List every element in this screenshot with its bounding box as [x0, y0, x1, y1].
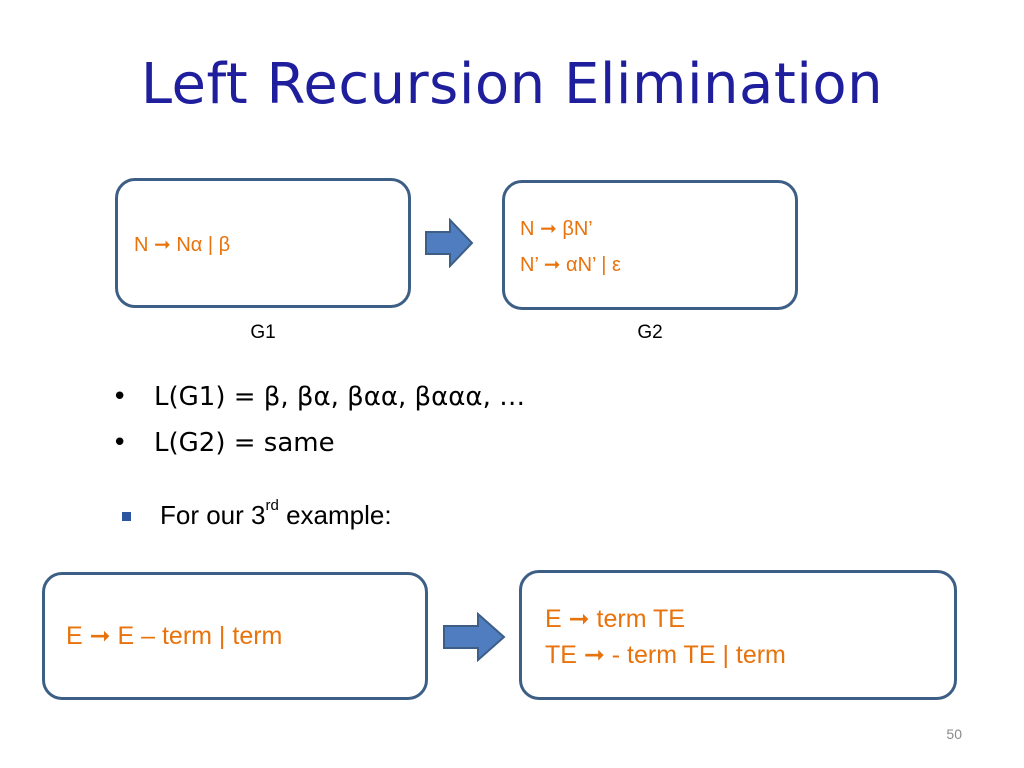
g2-rule-2: N’ ➞ αN’ | ε — [520, 254, 621, 276]
expression-grammar-box — [42, 572, 428, 700]
g1-grammar-box — [115, 178, 411, 308]
bullet-dot-icon: • — [112, 428, 128, 458]
bullet-text: L(G1) = β, βα, βαα, βααα, … — [154, 382, 526, 412]
page-number: 50 — [946, 726, 962, 742]
g1-rule: N ➞ Nα | β — [134, 234, 231, 256]
sub-bullet-suffix: example: — [278, 500, 392, 530]
transformed-rule-2: TE ➞ - term TE | term — [545, 641, 786, 669]
g2-caption: G2 — [637, 322, 663, 343]
g2-grammar-box — [502, 180, 798, 310]
expression-rule: E ➞ E – term | term — [66, 622, 283, 650]
sub-bullet-text: For our 3rd example: — [160, 497, 392, 531]
g1-caption: G1 — [250, 322, 276, 343]
square-bullet-icon — [122, 512, 131, 521]
transform-arrow-icon — [443, 612, 506, 662]
bullet-item: • L(G2) = same — [112, 420, 525, 466]
transformed-grammar-box — [519, 570, 957, 700]
transformed-rule-1: E ➞ term TE — [545, 605, 685, 633]
bullet-dot-icon: • — [112, 382, 128, 412]
g2-rule-1: N ➞ βN’ — [520, 218, 593, 240]
bullet-text: L(G2) = same — [154, 428, 335, 458]
sub-bullet-superscript: rd — [265, 497, 279, 515]
bullet-item: • L(G1) = β, βα, βαα, βααα, … — [112, 374, 525, 420]
sub-bullet-prefix: For our 3 — [160, 500, 266, 530]
slide-title: Left Recursion Elimination — [140, 52, 884, 117]
language-bullet-list: • L(G1) = β, βα, βαα, βααα, … • L(G2) = sa… — [112, 374, 525, 466]
transform-arrow-icon — [425, 218, 474, 268]
